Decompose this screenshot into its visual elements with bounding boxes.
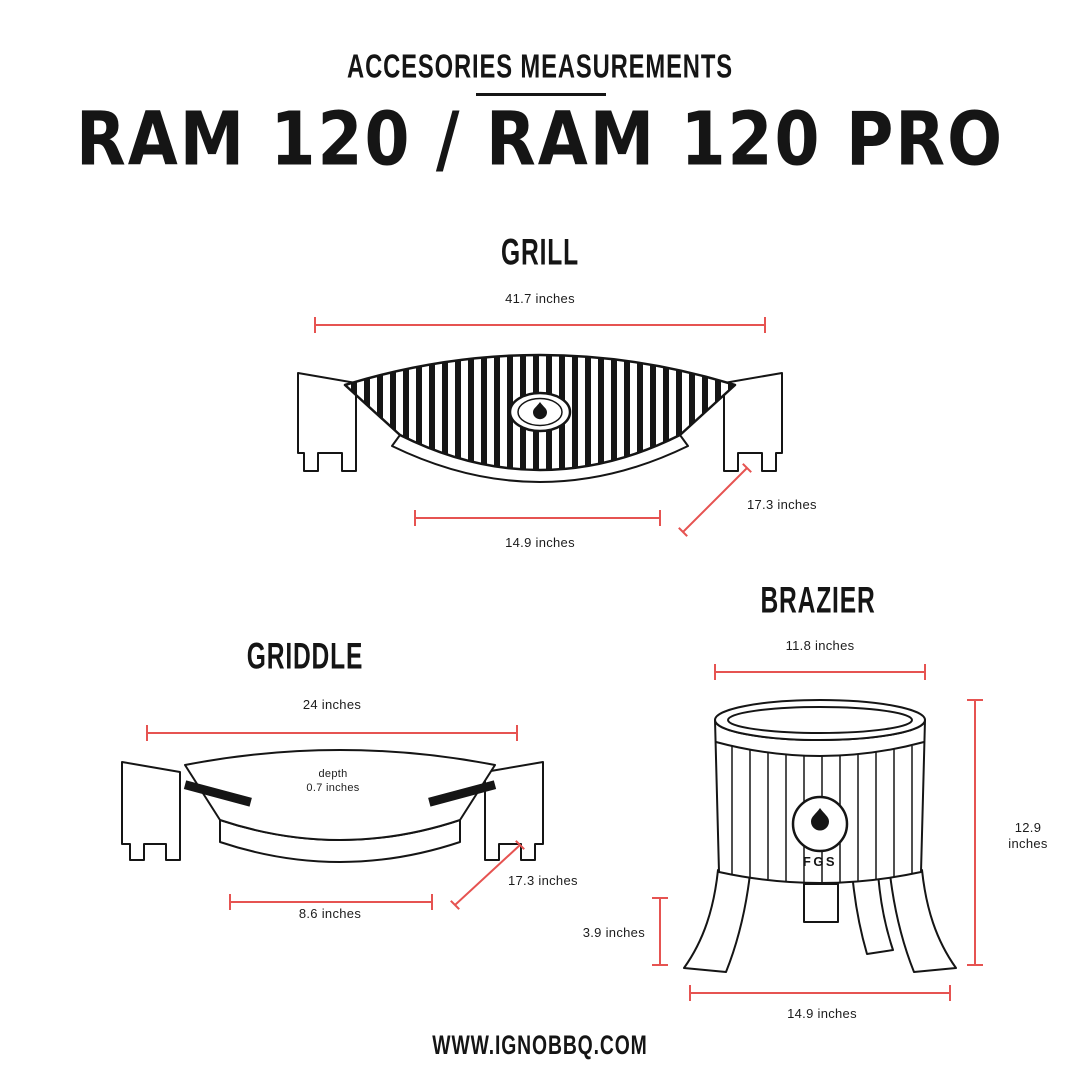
- brazier-height-measure-line: [967, 699, 983, 966]
- griddle-depth-value: 0.7 inches: [306, 781, 360, 794]
- grill-side-measure-line: [678, 463, 752, 537]
- brazier-height-unit: inches: [1008, 836, 1048, 852]
- brazier-collar-line: [715, 741, 925, 757]
- griddle-left-handle: [183, 780, 252, 807]
- brazier-logo: FGS: [791, 795, 849, 869]
- griddle-top-width-label: 24 inches: [302, 697, 362, 712]
- grill-front-edge: [391, 434, 689, 483]
- grill-heading: GRILL: [501, 232, 579, 274]
- griddle-surface-depth-label: depth 0.7 inches: [263, 768, 403, 796]
- grill-bottom-measure-line: [414, 510, 661, 526]
- griddle-bottom-measure-line: [229, 894, 433, 910]
- brazier-top-measure-line: [714, 664, 926, 680]
- griddle-surface: [184, 749, 496, 841]
- griddle-diagram: [121, 725, 544, 910]
- brazier-bottom-measure-line: [689, 985, 951, 1001]
- website-url: WWW.IGNOBBQ.COM: [432, 1030, 648, 1060]
- brazier-leg-measure-line: [652, 897, 668, 966]
- brazier-ash-tab: [803, 883, 839, 923]
- brazier-staves: [731, 746, 913, 882]
- brazier-legs: [683, 869, 957, 973]
- brazier-top-width-label: 11.8 inches: [785, 638, 855, 653]
- grill-side-depth-label: 17.3 inches: [747, 497, 817, 512]
- griddle-side-depth-label: 17.3 inches: [508, 873, 578, 888]
- grill-top-width-label: 41.7 inches: [505, 291, 575, 306]
- grill-right-bracket: [723, 372, 783, 472]
- griddle-right-handle: [428, 780, 497, 807]
- griddle-top-measure-line: [146, 725, 518, 741]
- griddle-right-bracket: [484, 761, 544, 861]
- brazier-middle-leg: [851, 871, 894, 955]
- griddle-side-measure-line: [450, 840, 525, 910]
- brazier-diagram: FGS: [652, 664, 983, 1001]
- brazier-leg-height-label: 3.9 inches: [582, 925, 645, 940]
- griddle-left-bracket: [121, 761, 181, 861]
- brazier-heading: BRAZIER: [760, 580, 876, 622]
- flame-icon: [811, 808, 829, 831]
- grill-top-measure-line: [314, 317, 766, 333]
- page-subtitle: ACCESORIES MEASUREMENTS: [347, 48, 733, 85]
- griddle-heading: GRIDDLE: [246, 636, 364, 678]
- subtitle-underline: [476, 93, 606, 96]
- brazier-height-value: 12.9: [1014, 820, 1042, 835]
- brazier-height-label: 12.9 inches: [983, 820, 1073, 853]
- brazier-inner-rim: [727, 706, 913, 734]
- griddle-bottom-width-label: 8.6 inches: [298, 906, 362, 921]
- grill-logo-inner-ring: [517, 397, 563, 427]
- brazier-right-leg: [889, 869, 957, 973]
- brazier-bottom-width-label: 14.9 inches: [787, 1006, 857, 1021]
- brazier-logo-text: FGS: [803, 854, 837, 869]
- grill-diagram: [297, 317, 783, 537]
- grill-logo: [508, 391, 572, 433]
- grill-left-bracket: [297, 372, 357, 472]
- griddle-depth-word: depth: [318, 768, 348, 780]
- page-title: RAM 120 / RAM 120 PRO: [75, 96, 1005, 183]
- grill-bottom-width-label: 14.9 inches: [505, 535, 575, 550]
- flame-icon: [533, 402, 547, 420]
- brazier-left-leg: [683, 869, 751, 973]
